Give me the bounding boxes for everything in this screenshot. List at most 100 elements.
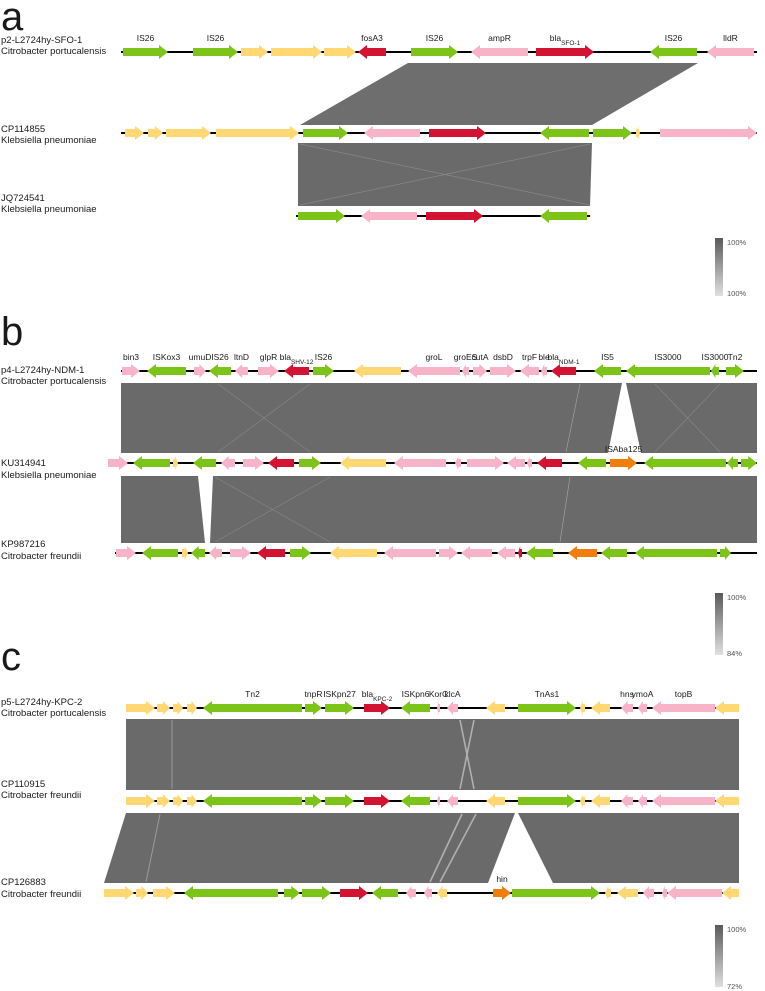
gene-gene-arrow: [455, 456, 461, 470]
gene-gene-arrow: [591, 794, 610, 808]
scale-gradient: [715, 925, 723, 987]
gene-label-text: IS5: [601, 352, 614, 362]
is26-gene-arrow: [209, 364, 231, 378]
gene-label-text: IS3000: [702, 352, 729, 362]
track-c3-name: CP126883: [1, 877, 46, 888]
gene-gene-arrow: [447, 794, 458, 808]
bla-sfo-1-gene-label: blaSFO-1: [550, 33, 581, 47]
gene-gene-arrow: [426, 209, 483, 223]
gene-label-text: bla: [548, 352, 560, 362]
gene-gene-arrow: [578, 456, 606, 470]
umud-gene-label: umuD: [189, 352, 212, 362]
gene-gene-arrow: [257, 546, 285, 560]
gene-gene-arrow: [191, 546, 205, 560]
gene-label-text: IS3000: [655, 352, 682, 362]
track-c3-species: Citrobacter freundii: [1, 889, 81, 900]
track-a3-name: JQ724541: [1, 193, 45, 204]
gene-gene-arrow: [512, 886, 600, 900]
cuta-gene-arrow: [473, 364, 487, 378]
gene-label-text: IS26: [665, 33, 683, 43]
iskpn27-gene-label: ISKpn27: [323, 689, 356, 699]
gene-label-text: IS26: [211, 352, 229, 362]
gene-label-subscript: NDM-1: [559, 359, 580, 366]
gene-gene-arrow: [230, 546, 251, 560]
track-c2-species: Citrobacter freundii: [1, 790, 81, 801]
gene-gene-arrow: [727, 456, 738, 470]
glpr-gene-label: glpR: [260, 352, 277, 362]
hns-gene-label: hns: [620, 689, 634, 699]
gene-gene-arrow: [601, 546, 627, 560]
gene-label-text: topB: [675, 689, 693, 699]
gene-gene-arrow: [298, 209, 345, 223]
bla-kpc-2-gene-arrow: [364, 701, 390, 715]
gene-label-subscript: KPC-2: [373, 696, 393, 703]
gene-label-text: ISAba125: [605, 444, 643, 454]
gene-gene-arrow: [507, 456, 525, 470]
gene-gene-arrow: [537, 456, 562, 470]
scale-min: 84%: [727, 649, 742, 658]
gene-label-text: ampR: [488, 33, 511, 43]
fosa3-gene-arrow: [358, 45, 386, 59]
gene-label-text: umuD: [189, 352, 212, 362]
is26-gene-label: IS26: [207, 33, 225, 43]
gene-gene-arrow: [187, 794, 197, 808]
identity-block: [121, 476, 205, 543]
gene-gene-arrow: [580, 701, 585, 715]
track-b2-species: Klebsiella pneumoniae: [1, 470, 97, 481]
groes-gene-arrow: [462, 364, 469, 378]
is26-gene-label: IS26: [665, 33, 683, 43]
grol-gene-arrow: [408, 364, 460, 378]
bla-ndm-1-gene-label: blaNDM-1: [548, 352, 580, 366]
is26-gene-arrow: [123, 45, 168, 59]
identity-block: [121, 383, 622, 453]
gene-label-text: tnpR: [305, 689, 323, 699]
track-b3: [115, 546, 757, 560]
gene-gene-arrow: [526, 546, 553, 560]
tn2-gene-label: Tn2: [245, 689, 260, 699]
iskox3-gene-label: ISKox3: [153, 352, 181, 362]
gene-gene-arrow: [173, 701, 183, 715]
gene-label-text: ISKox3: [153, 352, 181, 362]
identity-scale-c: 100% 72%: [715, 925, 747, 991]
panel-c-letter: c: [1, 635, 21, 679]
dsbd-gene-arrow: [490, 364, 516, 378]
gene-label-text: cutA: [471, 352, 488, 362]
scale-max: 100%: [727, 593, 747, 602]
gene-gene-arrow: [486, 794, 505, 808]
is26-gene-arrow: [193, 45, 238, 59]
gene-label-subscript: SFO-1: [561, 40, 581, 47]
gene-gene-arrow: [364, 126, 420, 140]
gene-gene-arrow: [527, 456, 532, 470]
track-b3-species: Citrobacter freundii: [1, 551, 81, 562]
inversion-line: [214, 476, 331, 543]
is26-gene-label: IS26: [426, 33, 444, 43]
gene-gene-arrow: [401, 794, 430, 808]
inversion-line: [565, 383, 581, 453]
korc-gene-arrow: [437, 701, 440, 715]
gene-gene-arrow: [372, 886, 398, 900]
gene-gene-arrow: [126, 794, 155, 808]
gene-gene-arrow: [104, 886, 134, 900]
umud-gene-arrow: [194, 364, 206, 378]
identity-block: [104, 813, 515, 883]
gene-gene-arrow: [429, 126, 486, 140]
gene-gene-arrow: [330, 546, 377, 560]
gene-gene-arrow: [268, 456, 294, 470]
scale-min: 100%: [727, 289, 747, 298]
iskpn27-gene-arrow: [325, 701, 354, 715]
is3000-gene-label: IS3000: [655, 352, 682, 362]
is26-gene-arrow: [650, 45, 697, 59]
gene-gene-arrow: [568, 546, 597, 560]
gene-gene-arrow: [303, 126, 348, 140]
identity-block: [126, 719, 739, 790]
gene-label-text: IS26: [137, 33, 155, 43]
gene-gene-arrow: [715, 794, 739, 808]
panel-b-blocks: [121, 383, 757, 543]
track-b1-name: p4-L2724hy-NDM-1: [1, 365, 84, 376]
track-b3-name: KP987216: [1, 539, 45, 550]
scale-max: 100%: [727, 925, 747, 934]
gene-gene-arrow: [621, 794, 633, 808]
gene-label-text: klcA: [444, 689, 460, 699]
